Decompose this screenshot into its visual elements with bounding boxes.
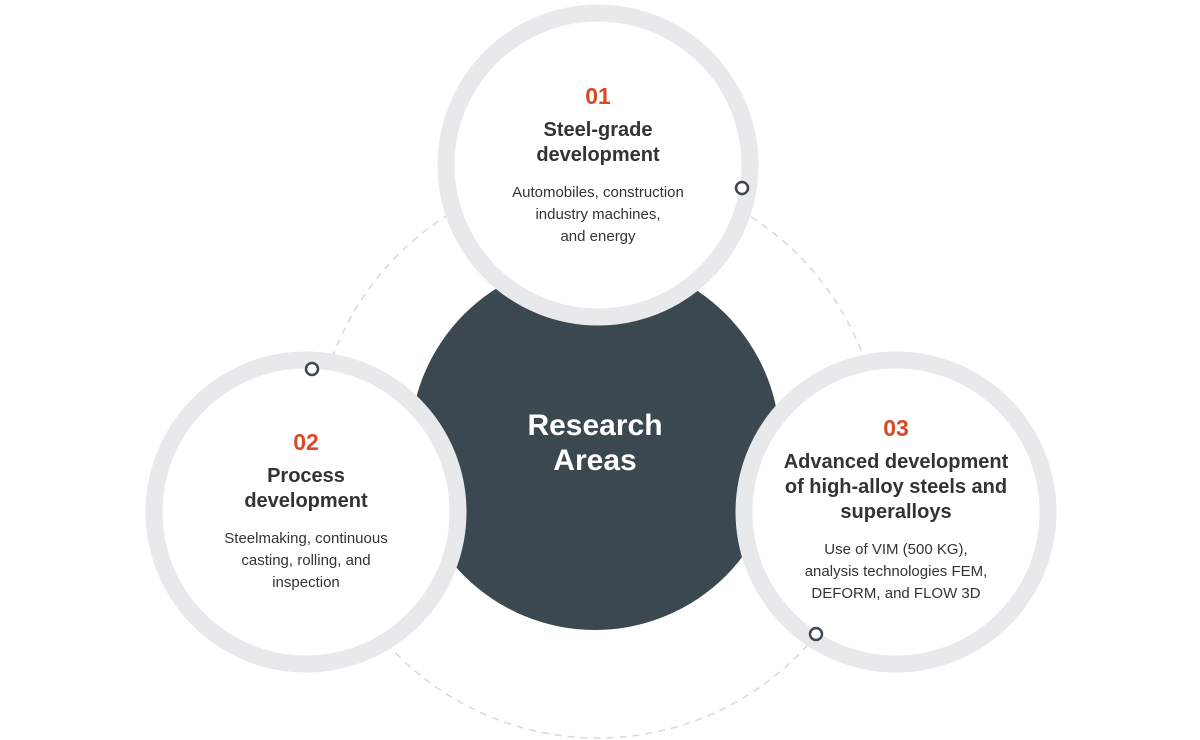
ring-circle-01: [437, 4, 759, 326]
center-title-line2: Areas: [553, 444, 637, 477]
area-02-desc-line3: inspection: [272, 574, 340, 591]
area-02-text: 02 Process development Steelmaking, cont…: [186, 428, 426, 594]
area-01-desc-line1: Automobiles, construction: [512, 184, 684, 201]
area-01-desc-line2: industry machines,: [535, 206, 661, 223]
area-02-title-line2: development: [244, 490, 368, 512]
area-03-desc-line3: DEFORM, and FLOW 3D: [811, 585, 981, 602]
area-03-desc-line1: Use of VIM (500 KG),: [824, 541, 968, 558]
area-02-desc-line1: Steelmaking, continuous: [224, 530, 388, 547]
area-03-title-line2: of high-alloy steels and: [784, 476, 1008, 498]
center-circle: [410, 260, 780, 630]
node-marker-01: [734, 180, 750, 196]
area-01-number: 01: [585, 83, 611, 109]
area-03-text: 03 Advanced development of high-alloy st…: [766, 414, 1026, 605]
center-title-line1: Research: [527, 409, 663, 442]
ring-circle-02: [145, 351, 467, 673]
area-02-description: Steelmaking, continuous casting, rolling…: [186, 528, 426, 594]
area-03-title-line1: Advanced development: [783, 451, 1009, 473]
area-01-title-line1: Steel-grade: [543, 119, 653, 141]
area-03-title: Advanced development of high-alloy steel…: [766, 450, 1026, 525]
area-03-description: Use of VIM (500 KG), analysis technologi…: [766, 539, 1026, 605]
area-03-title-line3: superalloys: [840, 501, 952, 523]
node-marker-02: [304, 361, 320, 377]
area-01-desc-line3: and energy: [560, 228, 636, 245]
node-marker-03: [808, 626, 824, 642]
area-02-title-line1: Process: [267, 465, 345, 487]
area-02-title: Process development: [186, 464, 426, 514]
center-title: Research Areas: [470, 408, 720, 478]
ring-circle-03: [735, 351, 1057, 673]
area-01-text: 01 Steel-grade development Automobiles, …: [478, 82, 718, 248]
area-03-desc-line2: analysis technologies FEM,: [804, 563, 988, 580]
area-01-title-line2: development: [536, 144, 660, 166]
area-02-number: 02: [293, 429, 319, 455]
area-02-desc-line2: casting, rolling, and: [241, 552, 371, 569]
area-01-title: Steel-grade development: [478, 118, 718, 168]
area-01-description: Automobiles, construction industry machi…: [478, 182, 718, 248]
area-03-number: 03: [883, 415, 909, 441]
